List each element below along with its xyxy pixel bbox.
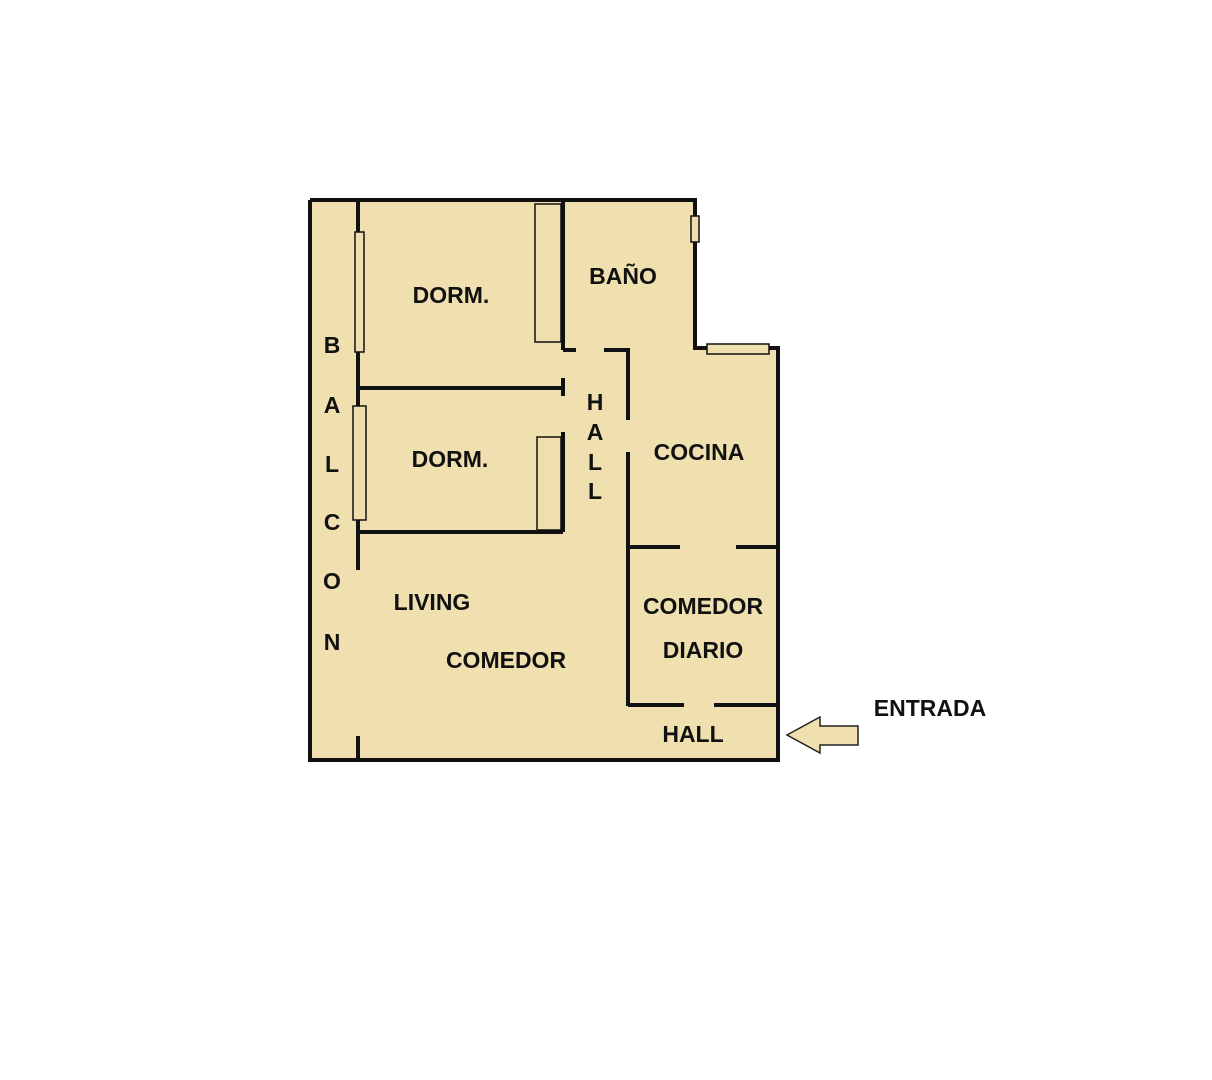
room-label-hall-entry: HALL (662, 721, 723, 747)
window-dorm-bottom (352, 405, 367, 521)
left-arrow-icon (785, 715, 859, 755)
room-label-cocina: COCINA (654, 439, 745, 465)
balcon-letter: A (324, 392, 341, 418)
interior-walls (356, 200, 778, 760)
hall-letter: H (587, 389, 604, 415)
balcon-letter: C (324, 509, 341, 535)
room-label-comedor: COMEDOR (446, 647, 567, 673)
balcon-letter: N (324, 629, 341, 655)
room-label-dorm-top: DORM. (413, 282, 490, 308)
room-label-bano: BAÑO (589, 262, 657, 289)
entrance-label: ENTRADA (874, 695, 986, 721)
hall-letter: L (588, 478, 602, 504)
balcon-letter: O (323, 568, 341, 594)
room-label-hall-vertical: H A L L (587, 389, 604, 504)
balcon-letter: B (324, 332, 341, 358)
closet-dorm-top (534, 203, 562, 343)
room-label-comedor-diario-line1: COMEDOR (643, 593, 764, 619)
hall-letter: A (587, 419, 604, 445)
balcon-letter: L (325, 451, 339, 477)
fixtures (352, 203, 770, 531)
closet-dorm-bottom (536, 436, 562, 531)
room-label-dorm-bottom: DORM. (412, 446, 489, 472)
room-label-balcon: B A L C O N (323, 332, 341, 655)
window-dorm-top (354, 231, 365, 353)
exterior-wall (308, 198, 780, 762)
window-bano (690, 215, 700, 243)
room-label-living: LIVING (394, 589, 471, 615)
window-cocina (706, 343, 770, 355)
room-label-comedor-diario-line2: DIARIO (663, 637, 744, 663)
hall-letter: L (588, 449, 602, 475)
